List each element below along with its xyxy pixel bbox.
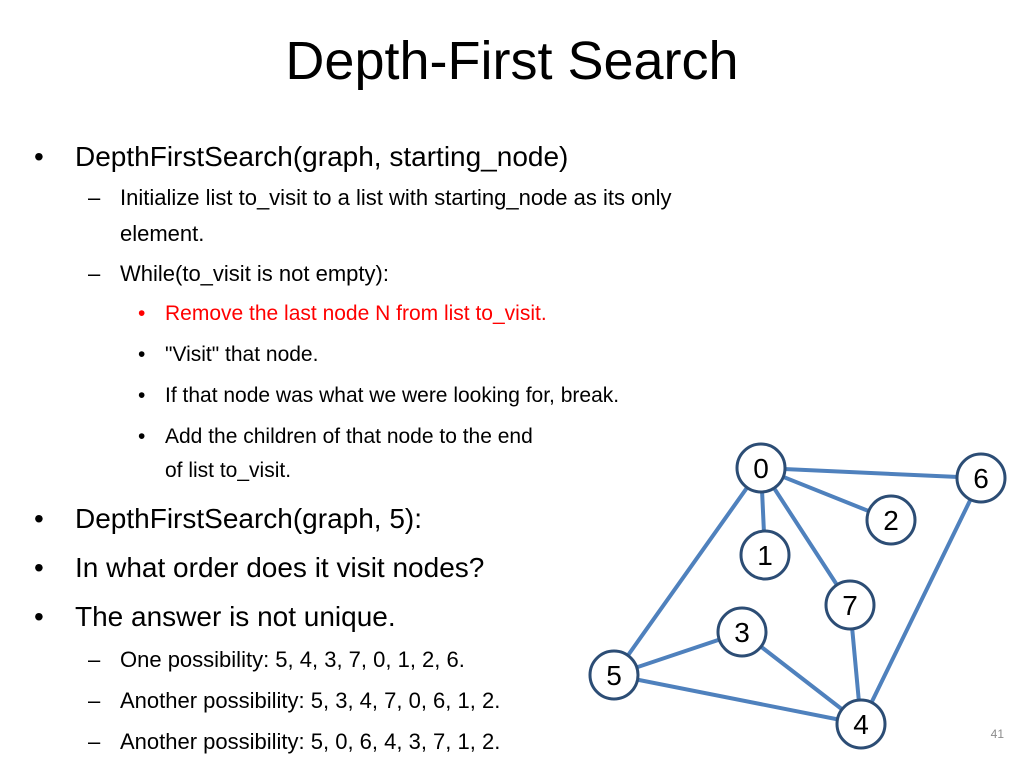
bullet-text-level-3: Add the children of that node to the end [165,425,533,448]
node-circle [835,698,887,750]
edge-6-4 [859,476,983,726]
bullet-marker: – [88,729,101,754]
graph-node-6: 6 [955,452,1007,504]
edge-0-5 [612,466,763,677]
bullet-text-level-2: While(to_visit is not empty): [120,261,389,286]
bullet-text-level-1: In what order does it visit nodes? [75,552,485,583]
bullet-text-level-3: "Visit" that node. [165,343,319,366]
node-label: 7 [842,590,858,621]
graph-node-0: 0 [735,442,787,494]
node-label: 1 [757,540,773,571]
node-label: 2 [883,505,899,536]
page-number: 41 [990,727,1004,741]
node-label: 3 [734,617,750,648]
bullet-marker: • [138,343,146,366]
edge-0-7 [759,466,852,607]
bullet-marker: – [88,185,101,210]
bullet-marker: • [34,552,44,583]
bullet-text-level-2: Another possibility: 5, 0, 6, 4, 3, 7, 1… [120,729,501,754]
bullet-text-level-1: DepthFirstSearch(graph, starting_node) [75,141,569,172]
node-circle [716,606,768,658]
bullet-text-level-3: Remove the last node N from list to_visi… [165,302,547,325]
node-circle [588,649,640,701]
slide-title: Depth-First Search [285,31,739,91]
bullet-text-level-1: The answer is not unique. [75,601,396,632]
bullet-marker: • [34,141,44,172]
bullet-text-level-1: DepthFirstSearch(graph, 5): [75,503,423,534]
bullet-marker: • [34,601,44,632]
bullet-marker: – [88,261,101,286]
node-circle [739,529,791,581]
node-label: 5 [606,660,622,691]
graph-node-5: 5 [588,649,640,701]
edge-5-4 [612,673,863,726]
bullet-text-level-2: One possibility: 5, 4, 3, 7, 0, 1, 2, 6. [120,647,465,672]
bullet-text-level-3: If that node was what we were looking fo… [165,384,620,407]
edge-0-6 [759,466,983,480]
node-label: 0 [753,453,769,484]
bullet-marker: • [34,503,44,534]
node-circle [955,452,1007,504]
bullet-text-level-2: Initialize list to_visit to a list with … [120,185,672,210]
bullet-marker: – [88,688,101,713]
bullet-text-level-2: element. [120,221,205,246]
node-circle [824,579,876,631]
node-circle [735,442,787,494]
bullet-text-level-2: Another possibility: 5, 3, 4, 7, 0, 6, 1… [120,688,501,713]
bullet-marker: • [138,384,146,407]
bullet-marker: – [88,647,101,672]
bullet-marker: • [138,425,146,448]
node-circle [865,494,917,546]
node-label: 6 [973,463,989,494]
node-label: 4 [853,709,869,740]
graph-node-7: 7 [824,579,876,631]
bullet-text-level-3: of list to_visit. [165,459,292,482]
graph-node-1: 1 [739,529,791,581]
bullet-marker: • [138,302,146,325]
graph-node-4: 4 [835,698,887,750]
graph-node-2: 2 [865,494,917,546]
graph-node-3: 3 [716,606,768,658]
